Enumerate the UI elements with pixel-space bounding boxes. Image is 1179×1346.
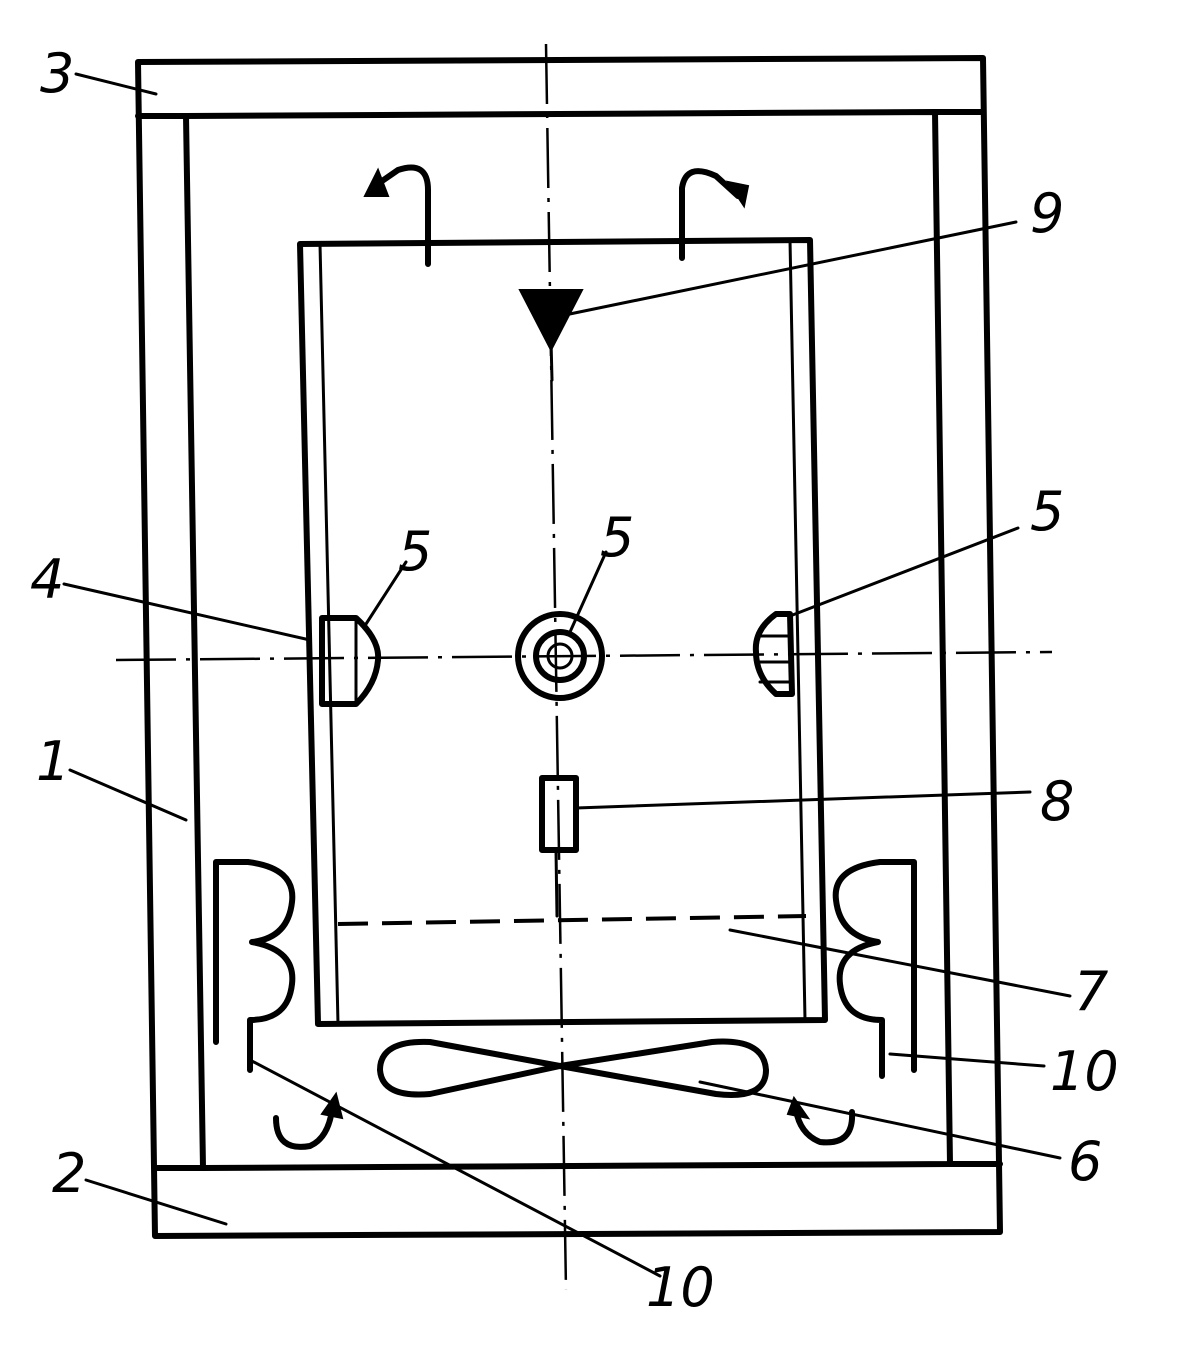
airflow-top	[363, 164, 750, 267]
airflow-arrowhead-left	[363, 167, 390, 197]
fan-blades-6	[377, 1038, 769, 1098]
label-6: 6	[1068, 1130, 1102, 1193]
side-element-right	[752, 611, 795, 697]
label-5-right: 5	[1030, 480, 1064, 543]
leader-10-bottom	[248, 1058, 662, 1278]
heater-right	[832, 859, 917, 1079]
label-10-bottom: 10	[646, 1256, 715, 1319]
leader-6	[698, 1080, 1062, 1160]
outer-housing	[135, 55, 1003, 1239]
center-ring-core	[546, 642, 574, 670]
leader-10-right	[888, 1052, 1046, 1068]
label-2: 2	[52, 1142, 86, 1205]
leader-7	[728, 928, 1072, 998]
leader-5-left	[364, 560, 408, 626]
side-element-left	[319, 615, 382, 707]
leader-8	[574, 790, 1032, 810]
center-stem-lower	[554, 848, 559, 918]
temperature-marker-triangle	[518, 289, 584, 353]
label-5-left: 5	[398, 520, 432, 583]
label-7: 7	[1074, 960, 1108, 1023]
inner-wall-left-hatched	[298, 242, 340, 1026]
center-ring-outer	[515, 611, 605, 701]
label-4: 4	[30, 548, 64, 611]
leader-4	[62, 582, 312, 642]
label-8: 8	[1040, 770, 1074, 833]
airflow-arrow-bottom-right	[793, 1107, 856, 1146]
label-3: 3	[40, 42, 74, 105]
dashed-shelf-7	[337, 914, 807, 926]
label-9: 9	[1030, 182, 1064, 245]
label-10-right: 10	[1050, 1040, 1119, 1103]
center-element-5	[515, 611, 605, 701]
airflow-arrowhead-right	[725, 180, 750, 209]
callout-labels: 3 9 5 4 5 5 1 8 7 10 6 2 10	[30, 42, 1119, 1319]
label-1: 1	[36, 730, 70, 793]
leader-3	[74, 72, 158, 96]
leader-5-center	[568, 550, 608, 634]
center-ring-inner	[533, 629, 587, 683]
leader-1	[68, 768, 188, 822]
heater-left	[213, 859, 296, 1073]
inner-chamber	[297, 237, 828, 1027]
inner-wall-right-hatched	[788, 238, 827, 1022]
leader-5-right	[788, 526, 1020, 618]
airflow-arrow-bottom-left	[273, 1107, 335, 1150]
leader-2	[84, 1178, 228, 1226]
airflow-arrow-right	[679, 168, 741, 261]
leader-lines	[62, 72, 1072, 1278]
leader-9	[558, 220, 1018, 318]
airflow-arrow-left	[369, 164, 431, 267]
sensor-8	[539, 775, 579, 853]
label-5-center: 5	[600, 506, 634, 569]
